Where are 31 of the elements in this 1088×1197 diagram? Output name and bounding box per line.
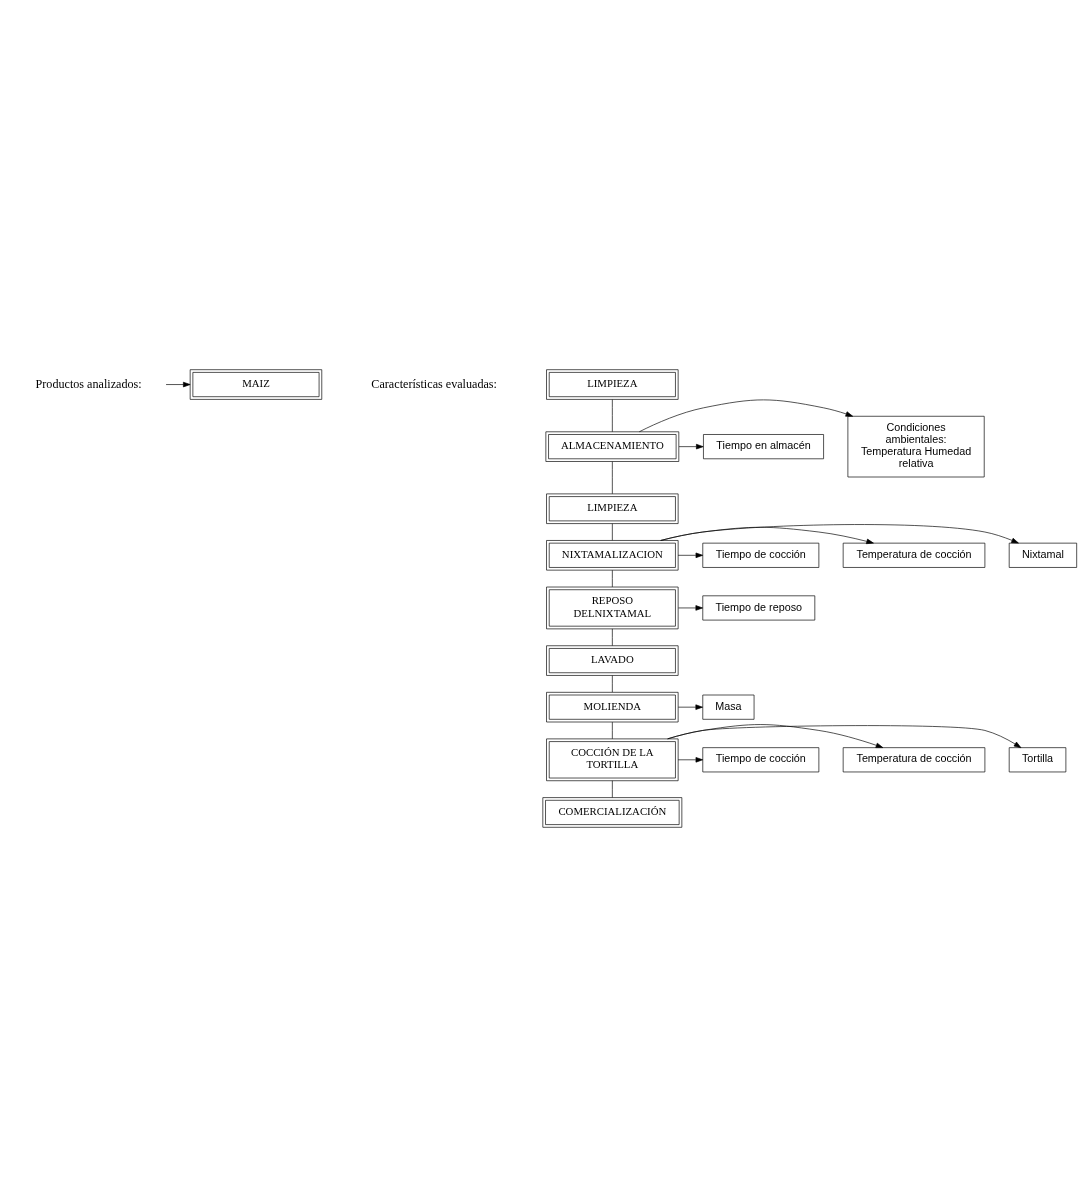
node-box: Masa [702, 694, 755, 720]
connector [612, 628, 613, 646]
arrow [660, 526, 874, 545]
connector [612, 461, 613, 495]
arrow [667, 724, 884, 748]
node-box: Condiciones ambientales: Temperatura Humedad relativa [847, 415, 985, 478]
connector [612, 780, 613, 798]
connector [612, 721, 613, 740]
node-box: Temperatura de cocción [842, 747, 986, 773]
node-box: Tiempo de reposo [702, 595, 816, 621]
node-box: Tiempo de cocción [702, 747, 820, 773]
node-box: Temperatura de cocción [842, 542, 986, 568]
node-box: Tiempo de cocción [702, 542, 820, 568]
arrow [660, 524, 1019, 544]
arrow [678, 605, 703, 611]
connector [612, 675, 613, 693]
node-box: Tiempo en almacén [703, 434, 824, 460]
arrow [165, 381, 191, 388]
arrow [678, 443, 704, 450]
connector [612, 569, 613, 588]
connector [612, 399, 613, 432]
node-box: Nixtamal [1008, 542, 1078, 568]
node-box: Tortilla [1008, 747, 1067, 773]
node-text: Productos analizados: [35, 376, 142, 391]
connector [612, 523, 613, 541]
arrow [667, 725, 1022, 748]
arrow [677, 552, 704, 558]
arrow [677, 757, 704, 763]
arrow [678, 704, 703, 710]
label: Características evaluadas: [371, 376, 497, 391]
arrow [638, 399, 853, 433]
